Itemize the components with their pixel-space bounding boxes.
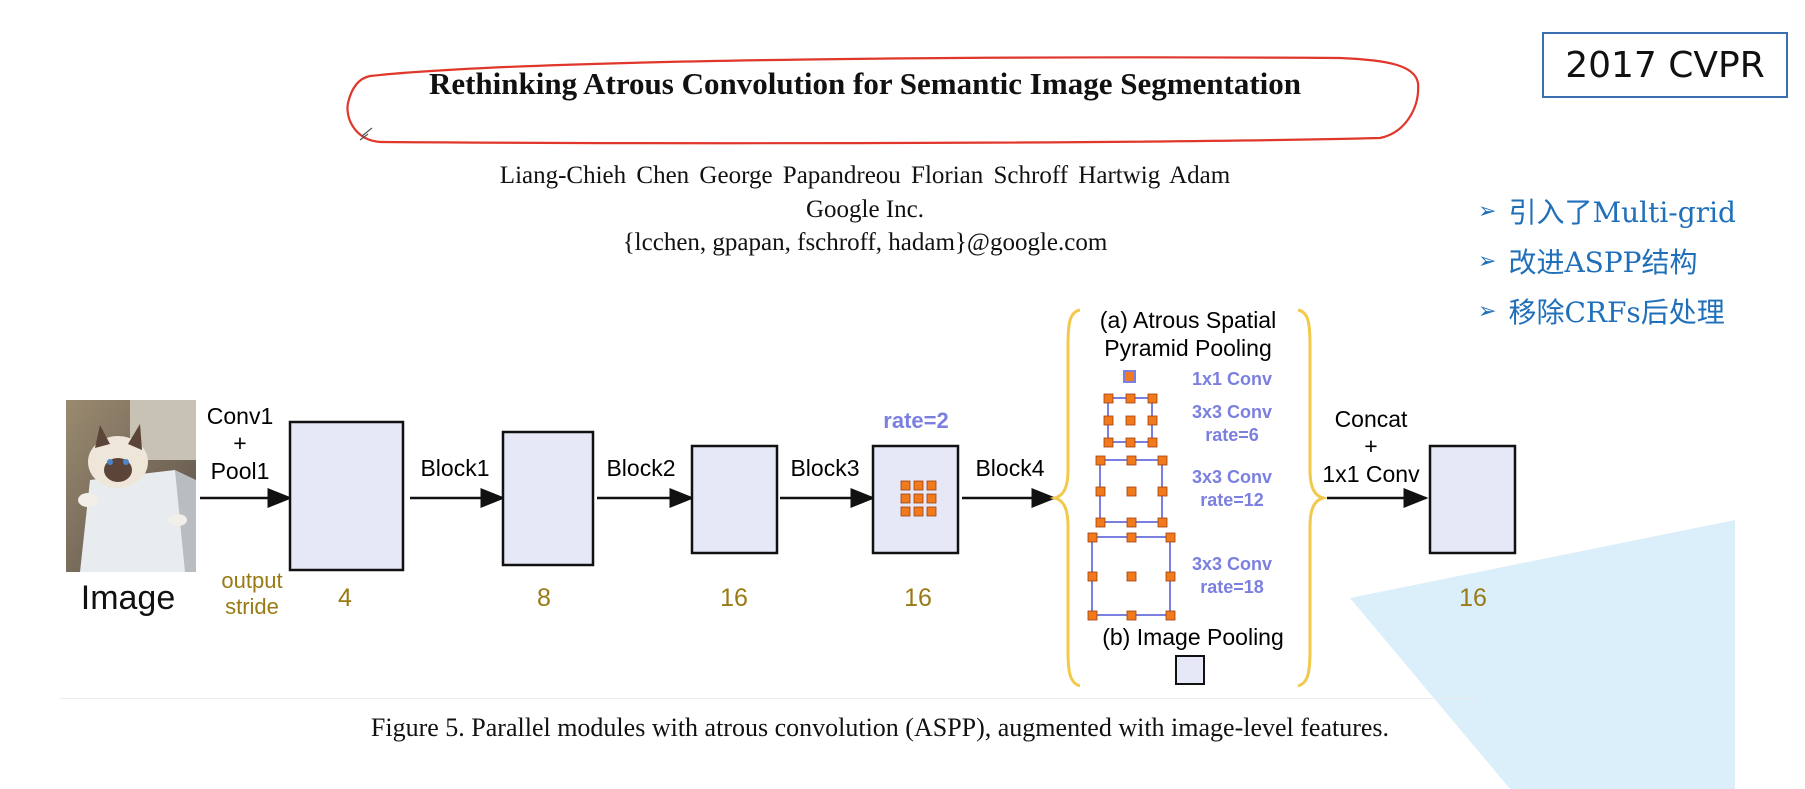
kernel-rate18-dots (1087, 532, 1176, 621)
bullet-list: ➢ 引入了Multi-grid ➢ 改进ASPP结构 ➢ 移除CRFs后处理 (1478, 186, 1736, 336)
conv1-label-line3: Pool1 (211, 458, 270, 484)
bullet-text: 移除CRFs后处理 (1508, 296, 1725, 329)
image-pooling-box (1175, 655, 1205, 685)
stride-value: 8 (537, 584, 551, 612)
venue-tag: 2017 CVPR (1542, 32, 1788, 98)
paper-affiliation: Google Inc. (805, 196, 925, 223)
stride-value: 16 (1459, 584, 1487, 612)
bullet-item: ➢ 移除CRFs后处理 (1478, 286, 1736, 336)
bullet-text: 改进ASPP结构 (1508, 246, 1698, 279)
aspp-title-line2: Pyramid Pooling (1104, 335, 1271, 361)
kernel-1x1 (1123, 370, 1136, 383)
bullet-text: 引入了Multi-grid (1508, 196, 1736, 229)
aspp-conv-label: 1x1 Conv (1192, 369, 1272, 389)
right-brace (1297, 308, 1329, 688)
image-label: Image (81, 579, 176, 617)
kernel-rate6-dots (1103, 393, 1158, 448)
concat-label-line3: 1x1 Conv (1322, 461, 1420, 487)
output-stride-line2: stride (225, 594, 279, 619)
stride-value: 16 (904, 584, 932, 612)
feature-map (501, 430, 595, 567)
image-pooling-label: (b) Image Pooling (1102, 624, 1284, 650)
feature-map (288, 420, 405, 572)
figure-caption: Figure 5. Parallel modules with atrous c… (370, 713, 1390, 742)
atrous-kernel-rate2 (900, 480, 937, 517)
block-label: Block4 (975, 455, 1044, 481)
block-label: Block1 (420, 455, 489, 481)
divider (60, 698, 1480, 699)
arrow-bullet-icon: ➢ (1478, 248, 1497, 274)
aspp-conv-rate: rate=12 (1200, 490, 1264, 510)
red-ink-annotation (346, 56, 1420, 145)
stride-value: 4 (338, 584, 352, 612)
stride-value: 16 (720, 584, 748, 612)
concat-label-line1: Concat (1335, 406, 1408, 432)
cat-photo (66, 400, 196, 572)
conv1-label-line1: Conv1 (207, 403, 273, 429)
bullet-item: ➢ 引入了Multi-grid (1478, 186, 1736, 236)
block-label: Block2 (606, 455, 675, 481)
paper-title: Rethinking Atrous Convolution for Semant… (428, 66, 1302, 101)
aspp-conv-rate: rate=18 (1200, 577, 1264, 597)
decorative-triangle (1350, 520, 1735, 789)
arrow-bullet-icon: ➢ (1478, 198, 1497, 224)
block-label: Block3 (790, 455, 859, 481)
paper-email: {lcchen, gpapan, fschroff, hadam}@google… (622, 229, 1108, 256)
left-brace (1049, 308, 1081, 688)
aspp-conv-rate: rate=6 (1205, 425, 1259, 445)
arrow-bullet-icon: ➢ (1478, 298, 1497, 324)
aspp-conv-label: 3x3 Conv (1192, 467, 1272, 487)
output-stride-line1: output (221, 568, 282, 593)
conv1-label-line2: + (233, 430, 246, 456)
aspp-title-line1: (a) Atrous Spatial (1100, 307, 1276, 333)
feature-map (690, 444, 779, 555)
rate-label: rate=2 (883, 408, 948, 433)
bullet-item: ➢ 改进ASPP结构 (1478, 236, 1736, 286)
paper-authors: Liang-Chieh Chen George Papandreou Flori… (499, 162, 1231, 189)
feature-map (871, 444, 960, 555)
feature-map (1428, 444, 1517, 555)
kernel-rate12-dots (1095, 455, 1168, 528)
concat-label-line2: + (1364, 433, 1377, 459)
aspp-conv-label: 3x3 Conv (1192, 554, 1272, 574)
aspp-conv-label: 3x3 Conv (1192, 402, 1272, 422)
